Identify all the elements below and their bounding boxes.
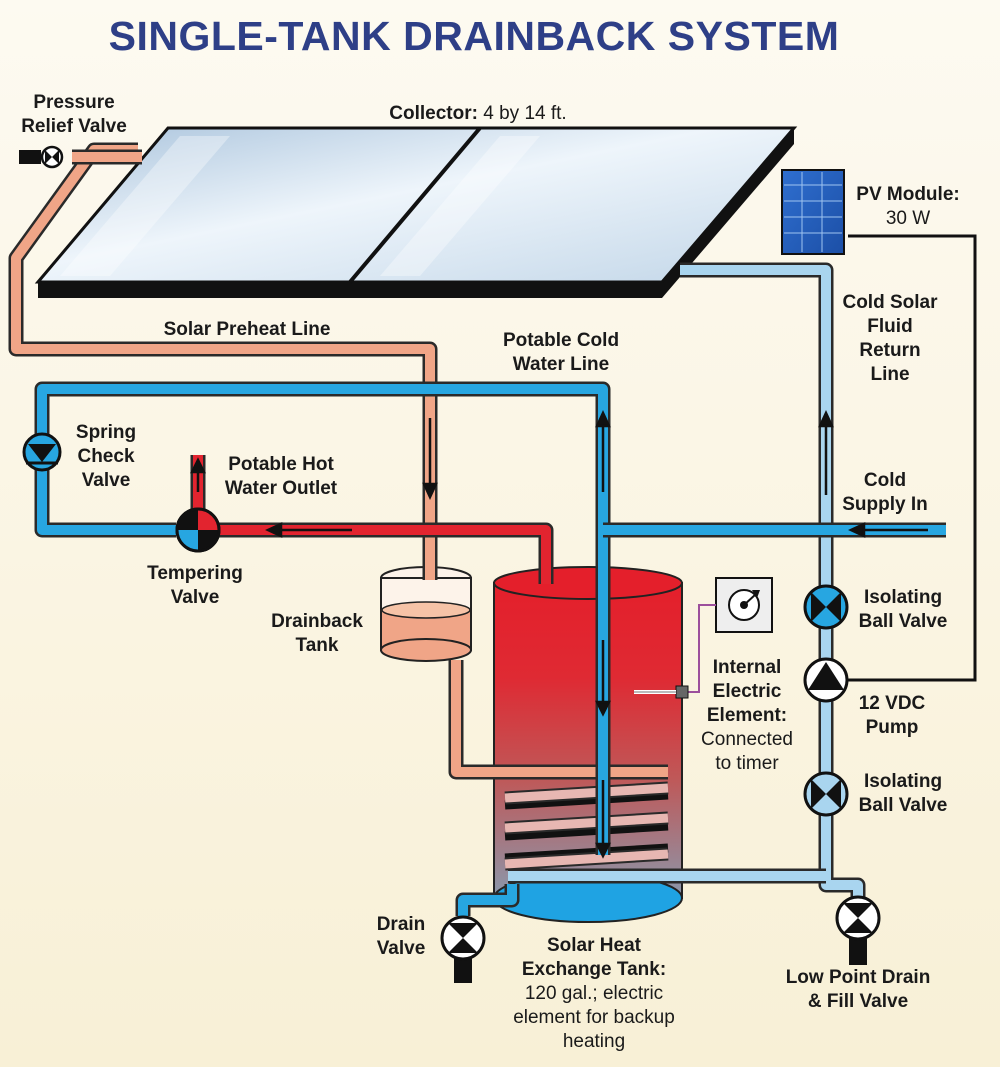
collector-label: Collector: 4 by 14 ft. bbox=[389, 103, 566, 124]
tempering-valve-icon bbox=[175, 507, 221, 553]
solar-preheat-label: Solar Preheat Line bbox=[164, 319, 331, 340]
cold-solar-return-line-1: Cold Solar bbox=[842, 292, 938, 313]
label-spring-check: Spring Check Valve bbox=[76, 422, 136, 491]
drain-valve-icon bbox=[440, 915, 486, 983]
label-cold-solar-return: Cold Solar Fluid Return Line bbox=[842, 292, 938, 385]
ball-valve-icon bbox=[803, 584, 849, 630]
collector-label-value: 4 by 14 ft. bbox=[478, 103, 567, 124]
label-isolating-top: Isolating Ball Valve bbox=[859, 587, 948, 632]
drainback-tank bbox=[380, 566, 472, 662]
pressure-relief-label-line-2: Relief Valve bbox=[21, 116, 127, 137]
label-pv-module: PV Module: 30 W bbox=[856, 184, 959, 229]
drain-valve-line-2: Valve bbox=[377, 938, 426, 959]
label-potable-hot: Potable Hot Water Outlet bbox=[225, 454, 338, 499]
collector-label-bold: Collector: bbox=[389, 103, 478, 124]
potable-cold-label-line-2: Water Line bbox=[513, 354, 609, 375]
label-potable-cold: Potable Cold Water Line bbox=[503, 330, 619, 375]
flow-arrow-icon bbox=[189, 410, 928, 859]
label-solar-tank: Solar Heat Exchange Tank: 120 gal.; elec… bbox=[513, 935, 675, 1052]
isolating-top-line-2: Ball Valve bbox=[859, 611, 948, 632]
internal-element-line-4: Connected bbox=[701, 729, 793, 750]
internal-element-line-5: to timer bbox=[715, 753, 779, 774]
potable-hot-line-1: Potable Hot bbox=[228, 454, 334, 475]
ball-valve-icon bbox=[803, 771, 849, 817]
low-point-drain-line-1: Low Point Drain bbox=[786, 967, 931, 988]
spring-check-line-2: Check bbox=[77, 446, 134, 467]
isolating-bottom-line-2: Ball Valve bbox=[859, 795, 948, 816]
tempering-line-1: Tempering bbox=[147, 563, 243, 584]
potable-cold-label-line-1: Potable Cold bbox=[503, 330, 619, 351]
label-pump: 12 VDC Pump bbox=[859, 693, 926, 738]
label-drain-valve: Drain Valve bbox=[377, 914, 426, 959]
drain-valve-line-1: Drain bbox=[377, 914, 426, 935]
internal-element-line-3: Element: bbox=[707, 705, 787, 726]
label-cold-supply: Cold Supply In bbox=[842, 470, 928, 515]
label-drainback-tank: Drainback Tank bbox=[271, 611, 363, 656]
timer-wire bbox=[688, 604, 716, 693]
cold-supply-line-1: Cold bbox=[864, 470, 906, 491]
cold-supply-line-2: Supply In bbox=[842, 494, 928, 515]
cold-solar-return-line-4: Line bbox=[870, 364, 909, 385]
drainback-line-2: Tank bbox=[296, 635, 339, 656]
solar-collector-icon bbox=[34, 126, 798, 298]
pv-module-value: 30 W bbox=[886, 208, 930, 229]
low-point-drain-line-2: & Fill Valve bbox=[808, 991, 908, 1012]
spring-check-line-3: Valve bbox=[82, 470, 131, 491]
solar-tank-line-3: 120 gal.; electric bbox=[525, 983, 663, 1004]
spring-check-line-1: Spring bbox=[76, 422, 136, 443]
potable-hot-line-2: Water Outlet bbox=[225, 478, 338, 499]
pv-panel-icon bbox=[781, 169, 845, 255]
internal-element-line-2: Electric bbox=[713, 681, 782, 702]
solar-tank-line-1: Solar Heat bbox=[547, 935, 642, 956]
isolating-top-line-1: Isolating bbox=[864, 587, 942, 608]
internal-electric-element bbox=[634, 685, 689, 699]
check-valve-icon bbox=[22, 432, 62, 472]
label-isolating-bottom: Isolating Ball Valve bbox=[859, 771, 948, 816]
pv-module-label: PV Module: bbox=[856, 184, 959, 205]
pump-line-1: 12 VDC bbox=[859, 693, 926, 714]
label-pressure-relief: Pressure Relief Valve bbox=[21, 92, 127, 137]
solar-tank-line-5: heating bbox=[563, 1031, 625, 1052]
pump-line-2: Pump bbox=[866, 717, 919, 738]
cold-solar-return-line-2: Fluid bbox=[867, 316, 912, 337]
solar-tank-line-2: Exchange Tank: bbox=[522, 959, 666, 980]
label-internal-element: Internal Electric Element: Connected to … bbox=[701, 657, 793, 774]
pressure-relief-label-line-1: Pressure bbox=[33, 92, 114, 113]
pressure-relief-valve bbox=[19, 145, 64, 169]
diagram-title: SINGLE-TANK DRAINBACK SYSTEM bbox=[109, 13, 840, 59]
drain-valve-icon bbox=[835, 895, 881, 965]
label-tempering-valve: Tempering Valve bbox=[147, 563, 243, 608]
internal-element-line-1: Internal bbox=[713, 657, 782, 678]
cold-solar-return-line-3: Return bbox=[859, 340, 920, 361]
pump-icon bbox=[803, 657, 849, 703]
heat-exchanger-coil bbox=[504, 781, 669, 871]
pv-wire bbox=[842, 234, 977, 682]
label-low-point-drain: Low Point Drain & Fill Valve bbox=[786, 967, 931, 1012]
timer-icon bbox=[715, 577, 773, 633]
solar-tank-line-4: element for backup bbox=[513, 1007, 675, 1028]
tempering-line-2: Valve bbox=[171, 587, 220, 608]
drainback-line-1: Drainback bbox=[271, 611, 363, 632]
isolating-bottom-line-1: Isolating bbox=[864, 771, 942, 792]
